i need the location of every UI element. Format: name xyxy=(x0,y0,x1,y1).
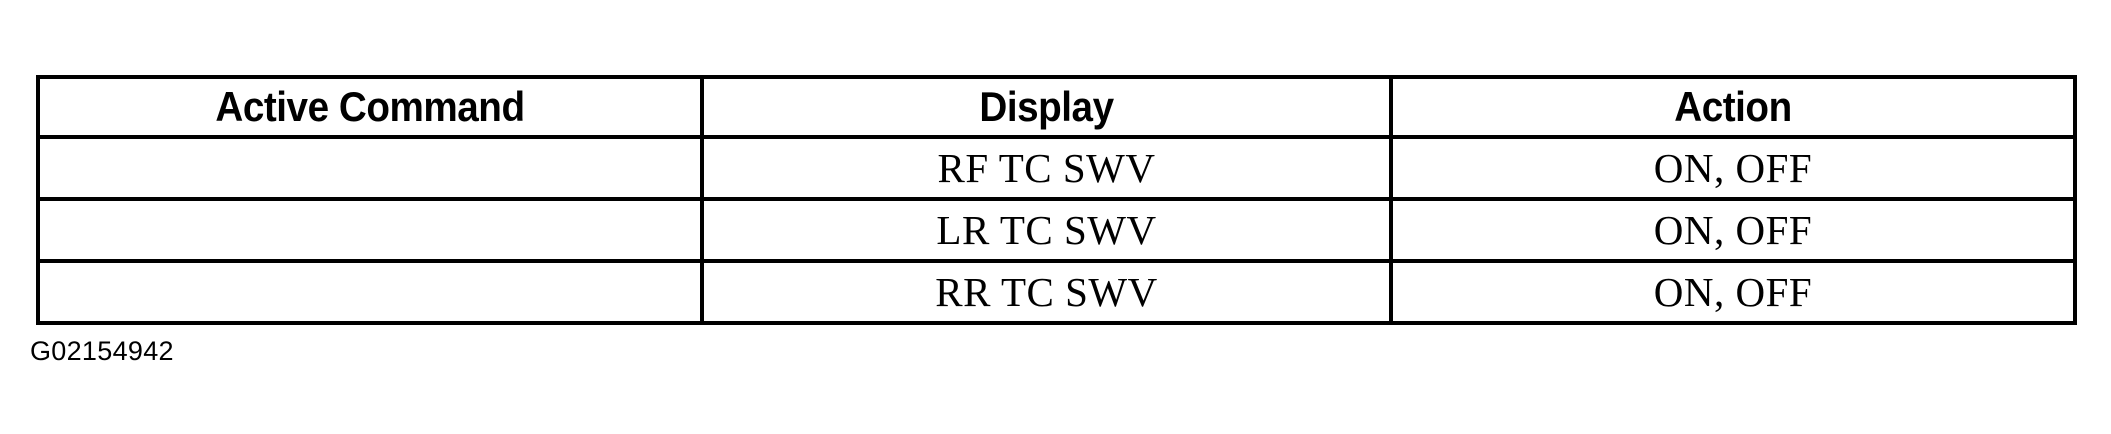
column-header-display: Display xyxy=(727,75,1366,139)
cell-action: ON, OFF xyxy=(1389,197,2077,263)
column-header-active-command: Active Command xyxy=(62,75,678,139)
display-value: RF TC SWV xyxy=(937,145,1156,191)
column-header-action: Action xyxy=(1416,75,2050,139)
active-command-table: Active Command Display Action RF TC SWV … xyxy=(36,75,2077,325)
cell-active-command xyxy=(36,197,704,263)
table-row: RR TC SWV ON, OFF xyxy=(36,259,2077,325)
action-value: ON, OFF xyxy=(1653,145,1813,191)
figure-caption: G02154942 xyxy=(30,336,174,366)
table-header: Active Command Display Action xyxy=(38,75,2075,139)
table-row: LR TC SWV ON, OFF xyxy=(36,197,2077,263)
cell-display: RF TC SWV xyxy=(700,135,1393,201)
cell-active-command xyxy=(36,259,704,325)
display-value: LR TC SWV xyxy=(936,207,1157,253)
action-value: ON, OFF xyxy=(1653,269,1813,315)
action-value: ON, OFF xyxy=(1653,207,1813,253)
cell-display: RR TC SWV xyxy=(700,259,1393,325)
cell-action: ON, OFF xyxy=(1389,259,2077,325)
display-value: RR TC SWV xyxy=(935,269,1158,315)
cell-display: LR TC SWV xyxy=(700,197,1393,263)
table-row: RF TC SWV ON, OFF xyxy=(36,135,2077,201)
table-body: RF TC SWV ON, OFF LR TC SWV ON, OFF xyxy=(36,135,2077,325)
cell-active-command xyxy=(36,135,704,201)
cell-action: ON, OFF xyxy=(1389,135,2077,201)
spec-table-container: Active Command Display Action RF TC SWV … xyxy=(36,75,2077,325)
table-header-row: Active Command Display Action xyxy=(38,75,2075,139)
